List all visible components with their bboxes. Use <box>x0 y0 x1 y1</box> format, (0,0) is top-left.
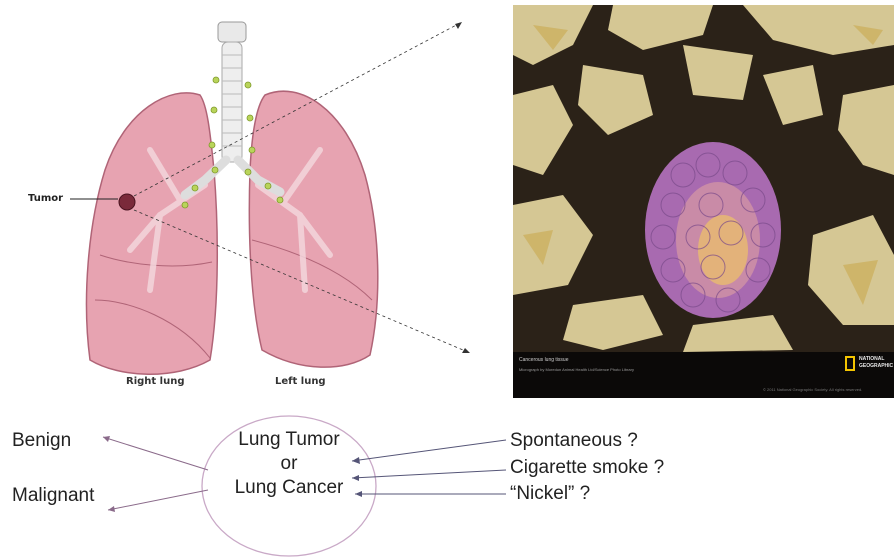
photo-caption-title: Cancerous lung tissue <box>519 357 568 363</box>
micrograph-image <box>513 5 894 398</box>
national-geographic-logo: NATIONAL GEOGRAPHIC <box>845 355 894 375</box>
cause-spontaneous: Spontaneous ? <box>510 430 638 452</box>
cause-cigarette-smoke: Cigarette smoke ? <box>510 457 664 479</box>
tumor-label: Tumor <box>28 193 63 204</box>
outcome-malignant: Malignant <box>12 485 94 507</box>
right-lung-shape <box>86 93 217 374</box>
logo-text: NATIONAL GEOGRAPHIC <box>859 356 894 370</box>
photo-copyright: © 2011 National Geographic Society. All … <box>763 387 862 392</box>
lung-anatomy-diagram <box>0 0 512 400</box>
tumor-mass <box>119 194 135 210</box>
photo-caption-credit: Micrograph by Moredun Animal Health Ltd/… <box>519 367 634 372</box>
cause-nickel: “Nickel” ? <box>510 483 590 505</box>
left-lung-label: Left lung <box>275 376 326 387</box>
tumor-micrograph-photo: Cancerous lung tissue Micrograph by More… <box>513 5 894 398</box>
right-lung-label: Right lung <box>126 376 185 387</box>
outcome-benign: Benign <box>12 430 71 452</box>
center-text-block: Lung Tumor or Lung Cancer <box>214 428 364 500</box>
center-line-3: Lung Cancer <box>214 476 364 500</box>
logo-yellow-frame-icon <box>845 356 855 371</box>
concept-map-connectors <box>0 400 894 558</box>
center-line-2: or <box>214 452 364 476</box>
center-line-1: Lung Tumor <box>214 428 364 452</box>
